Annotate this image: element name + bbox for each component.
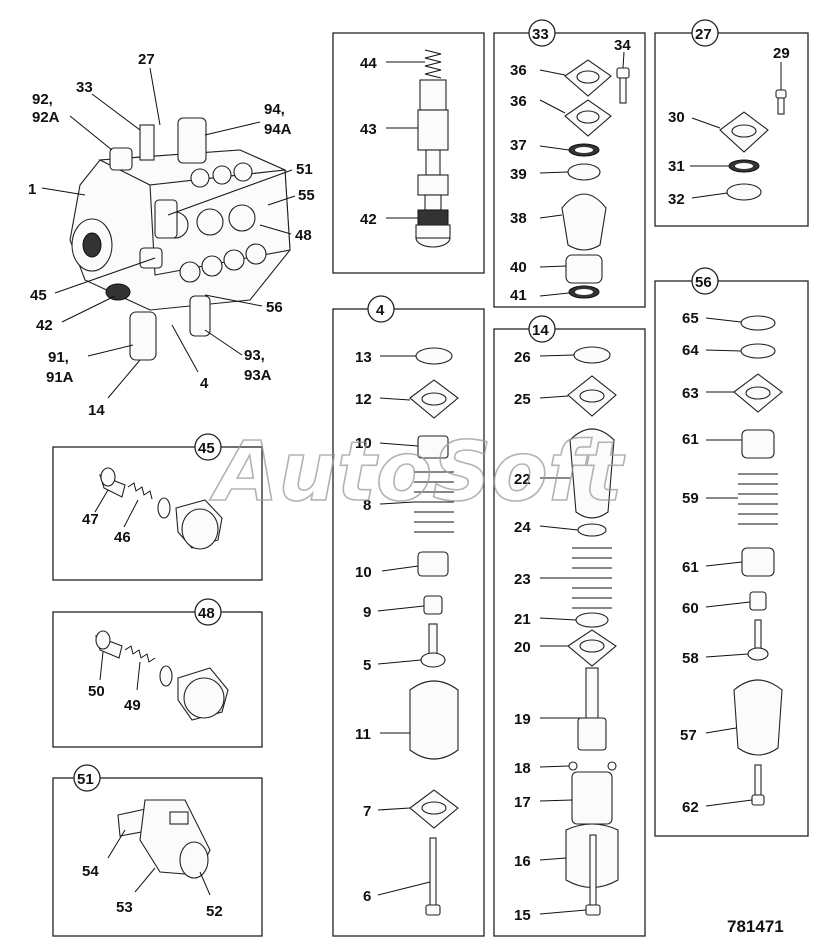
part-8: 8 bbox=[363, 497, 371, 514]
part-31: 31 bbox=[668, 158, 685, 175]
box-27: 27 30 31 32 29 bbox=[654, 19, 809, 227]
box-14-title: 14 bbox=[532, 322, 549, 339]
part-44: 44 bbox=[360, 55, 377, 72]
part-7: 7 bbox=[363, 803, 371, 820]
part-10-lower: 10 bbox=[355, 564, 372, 581]
callout-93a: 93A bbox=[244, 367, 272, 384]
callout-55: 55 bbox=[298, 187, 315, 204]
part-19: 19 bbox=[514, 711, 531, 728]
valve-block-assembly bbox=[69, 117, 291, 361]
callout-33: 33 bbox=[76, 79, 93, 96]
box-14: 14 26 25 22 24 23 21 20 19 bbox=[493, 315, 646, 937]
box-45: 45 47 46 bbox=[52, 433, 263, 581]
part-36-upper: 36 bbox=[510, 62, 527, 79]
part-41: 41 bbox=[510, 287, 527, 304]
part-57: 57 bbox=[680, 727, 697, 744]
part-6: 6 bbox=[363, 888, 371, 905]
part-22: 22 bbox=[514, 471, 531, 488]
callout-14: 14 bbox=[88, 402, 105, 419]
part-64: 64 bbox=[682, 342, 699, 359]
box-48: 48 50 49 bbox=[52, 598, 263, 748]
box-27-title: 27 bbox=[695, 26, 712, 43]
part-24: 24 bbox=[514, 519, 531, 536]
box-48-title: 48 bbox=[198, 605, 215, 622]
part-58: 58 bbox=[682, 650, 699, 667]
callout-94a: 94A bbox=[264, 121, 292, 138]
part-10-upper: 10 bbox=[355, 435, 372, 452]
callout-92: 92, bbox=[32, 91, 53, 108]
callout-42: 42 bbox=[36, 317, 53, 334]
part-65: 65 bbox=[682, 310, 699, 327]
part-32: 32 bbox=[668, 191, 685, 208]
box-33-title: 33 bbox=[532, 26, 549, 43]
part-62: 62 bbox=[682, 799, 699, 816]
part-21: 21 bbox=[514, 611, 531, 628]
callout-92a: 92A bbox=[32, 109, 60, 126]
part-30: 30 bbox=[668, 109, 685, 126]
part-53: 53 bbox=[116, 899, 133, 916]
box-56-title: 56 bbox=[695, 274, 712, 291]
part-11: 11 bbox=[355, 726, 371, 743]
callout-91: 91, bbox=[48, 349, 69, 366]
box-33: 33 36 36 37 39 38 40 41 34 bbox=[493, 19, 646, 308]
part-52: 52 bbox=[206, 903, 223, 920]
part-60: 60 bbox=[682, 600, 699, 617]
part-38: 38 bbox=[510, 210, 527, 227]
part-23: 23 bbox=[514, 571, 531, 588]
callout-48: 48 bbox=[295, 227, 312, 244]
part-17: 17 bbox=[514, 794, 531, 811]
box-spool-42: 44 43 42 bbox=[332, 32, 485, 274]
main-callout-lines bbox=[41, 67, 296, 399]
box-56: 56 65 64 63 61 59 61 60 58 57 62 bbox=[654, 267, 809, 837]
box-51-title: 51 bbox=[77, 771, 94, 788]
part-9: 9 bbox=[363, 604, 371, 621]
part-18: 18 bbox=[514, 760, 531, 777]
part-54: 54 bbox=[82, 863, 99, 880]
callout-4: 4 bbox=[200, 375, 209, 392]
box-4-title: 4 bbox=[376, 302, 385, 319]
main-callout-labels: 1 92, 92A 33 27 94, 94A 51 55 48 45 42 5… bbox=[28, 51, 315, 419]
callout-27: 27 bbox=[138, 51, 155, 68]
callout-51: 51 bbox=[296, 161, 313, 178]
part-39: 39 bbox=[510, 166, 527, 183]
part-42: 42 bbox=[360, 211, 377, 228]
part-15: 15 bbox=[514, 907, 531, 924]
part-61-lower: 61 bbox=[682, 559, 699, 576]
part-26: 26 bbox=[514, 349, 531, 366]
callout-94: 94, bbox=[264, 101, 285, 118]
watermark: AutoSoft bbox=[209, 425, 625, 520]
part-63: 63 bbox=[682, 385, 699, 402]
part-16: 16 bbox=[514, 853, 531, 870]
part-13: 13 bbox=[355, 349, 372, 366]
box-45-title: 45 bbox=[198, 440, 215, 457]
callout-91a: 91A bbox=[46, 369, 74, 386]
part-36-lower: 36 bbox=[510, 93, 527, 110]
part-50: 50 bbox=[88, 683, 105, 700]
part-61-upper: 61 bbox=[682, 431, 699, 448]
box-51: 51 54 53 52 bbox=[52, 764, 263, 937]
part-47: 47 bbox=[82, 511, 99, 528]
part-59: 59 bbox=[682, 490, 699, 507]
part-40: 40 bbox=[510, 259, 527, 276]
part-46: 46 bbox=[114, 529, 131, 546]
part-5: 5 bbox=[363, 657, 371, 674]
part-25: 25 bbox=[514, 391, 531, 408]
part-12: 12 bbox=[355, 391, 372, 408]
callout-1: 1 bbox=[28, 181, 36, 198]
reference-number: 781471 bbox=[727, 917, 784, 936]
callout-93: 93, bbox=[244, 347, 265, 364]
box-4: 4 13 12 10 8 10 9 5 11 7 6 bbox=[332, 295, 485, 937]
callout-56: 56 bbox=[266, 299, 283, 316]
callout-45: 45 bbox=[30, 287, 47, 304]
part-20: 20 bbox=[514, 639, 531, 656]
part-34: 34 bbox=[614, 37, 631, 54]
part-49: 49 bbox=[124, 697, 141, 714]
part-29: 29 bbox=[773, 45, 790, 62]
part-37: 37 bbox=[510, 137, 527, 154]
part-43: 43 bbox=[360, 121, 377, 138]
